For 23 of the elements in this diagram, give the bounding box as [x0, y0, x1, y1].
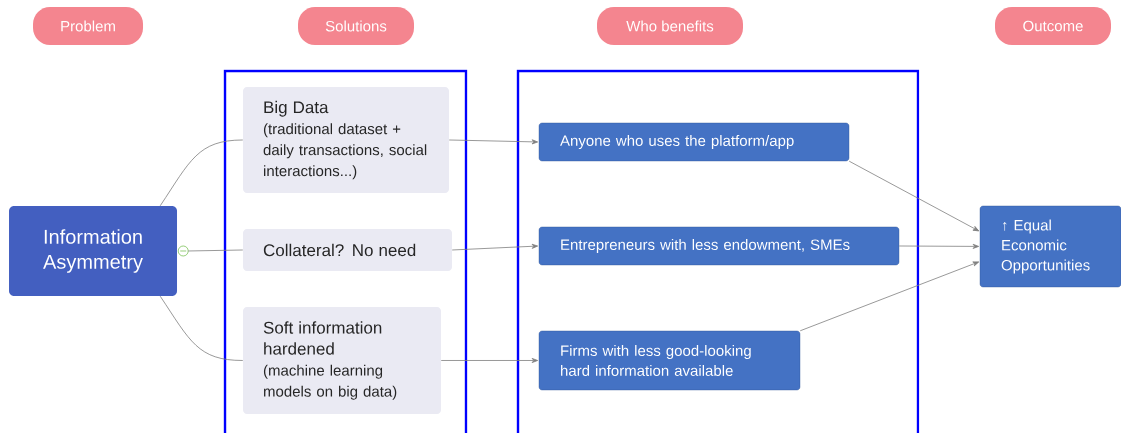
connector — [799, 261, 980, 332]
column-frame — [223, 69, 468, 433]
column-header: Solutions — [298, 7, 414, 45]
solution-box: Collateral? No need — [243, 229, 452, 271]
outcome-box: ↑ Equal Economic Opportunities — [979, 205, 1121, 288]
connector — [451, 243, 539, 251]
beneficiary-box: Entrepreneurs with less endowment, SMEs — [538, 226, 900, 266]
solution-box: Big Data (traditional dataset + daily transactions, social interactions...) — [243, 87, 449, 193]
solution-box: Soft information hardened (machine learning models on big data) — [243, 307, 441, 414]
connector — [898, 243, 980, 249]
connector — [187, 249, 244, 252]
problem-box: Information Asymmetry — [9, 206, 177, 296]
beneficiary-box: Anyone who uses the platform/app — [538, 122, 850, 162]
column-header: Outcome — [995, 7, 1111, 45]
connector — [159, 295, 244, 361]
connector — [159, 139, 244, 207]
column-header: Who benefits — [597, 7, 743, 45]
connector — [448, 139, 539, 145]
column-header: Problem — [33, 7, 143, 45]
column-frame — [516, 69, 920, 433]
connector — [848, 160, 980, 232]
beneficiary-box: Firms with less good-looking hard information available — [538, 330, 801, 391]
connector — [440, 358, 539, 363]
